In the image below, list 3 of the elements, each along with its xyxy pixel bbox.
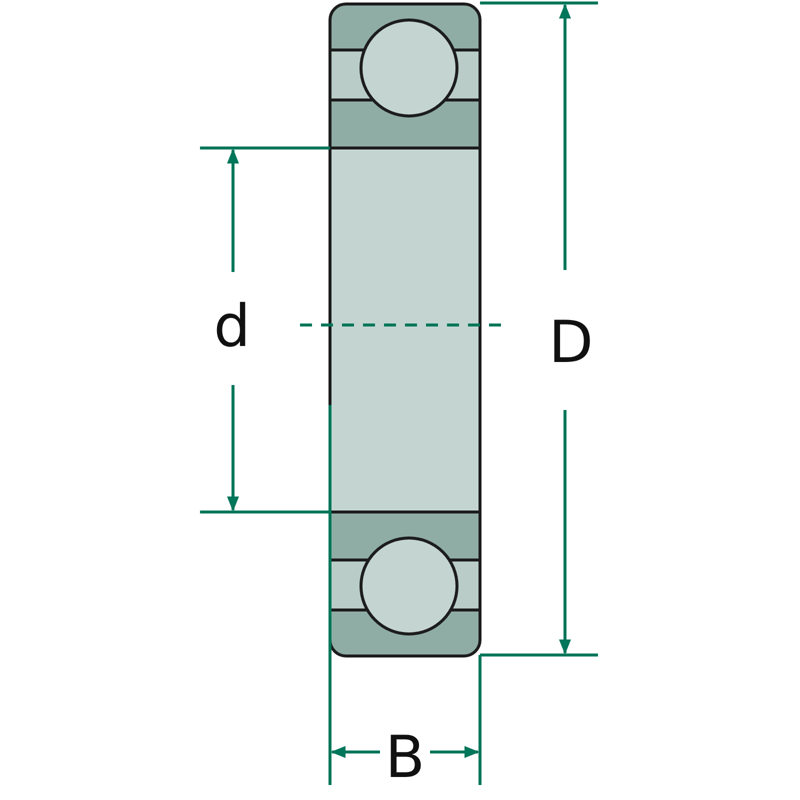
dimension-label: B bbox=[385, 728, 425, 786]
dimension-label: d bbox=[214, 297, 250, 355]
dimension-label: D bbox=[548, 313, 594, 371]
